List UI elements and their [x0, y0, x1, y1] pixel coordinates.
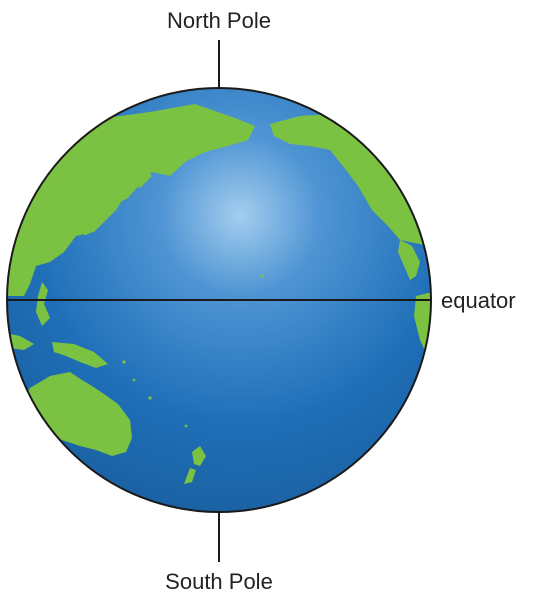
- pacific-island: [133, 379, 136, 382]
- hawaii: [260, 274, 263, 277]
- pacific-island: [185, 425, 188, 428]
- south-pole-label: South Pole: [0, 569, 438, 595]
- north-pole-label: North Pole: [0, 8, 438, 34]
- equator-label: equator: [441, 288, 516, 314]
- pacific-island: [148, 396, 151, 399]
- pacific-island: [122, 360, 125, 363]
